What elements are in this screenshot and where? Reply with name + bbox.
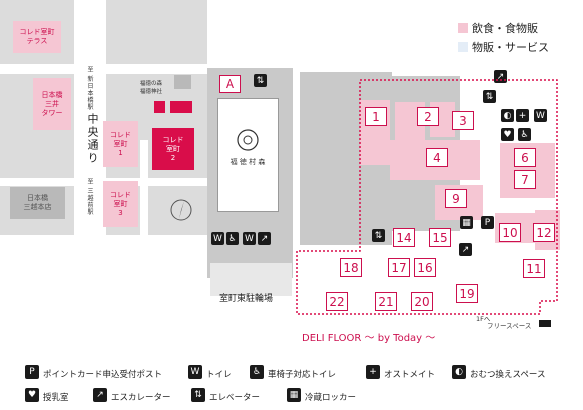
cross-road-north bbox=[0, 64, 207, 74]
escalator-icon: ↗ bbox=[459, 243, 472, 256]
bike-parking-label: 室町東駐輪場 bbox=[219, 294, 274, 304]
shop-6[interactable]: 6 bbox=[514, 148, 536, 167]
facility-legend: P ポイントカード申込受付ポスト W トイレ ♿ 車椅子対応トイレ + オストメ… bbox=[0, 358, 583, 408]
legend-service: 物販・サービス bbox=[458, 39, 549, 55]
legend-point-card-label: ポイントカード申込受付ポスト bbox=[43, 370, 163, 380]
block-coredo-1: コレド 室町 1 bbox=[103, 121, 138, 167]
point-card-post-icon: P bbox=[481, 216, 494, 229]
fukutoku-garden-label: 福徳の森 bbox=[140, 81, 163, 87]
vicinity-map: コレド室町 テラス 日本橋 三井 タワー 日本橋 三越本店 コレド 室町 1 コ… bbox=[0, 0, 207, 235]
legend-escalator-label: エスカレーター bbox=[111, 393, 171, 403]
escalator-icon: ↗ bbox=[93, 388, 107, 402]
elevator-icon: ⇅ bbox=[191, 388, 205, 402]
ostomate-icon: + bbox=[366, 365, 380, 379]
fukutoku-logo-icon bbox=[237, 129, 259, 151]
deli-floor-outline bbox=[296, 79, 558, 315]
shop-11[interactable]: 11 bbox=[523, 259, 545, 278]
shop-14[interactable]: 14 bbox=[393, 228, 415, 247]
block-nihonbashi-mitsui-tower: 日本橋 三井 タワー bbox=[33, 78, 71, 130]
deli-floor-label: DELI FLOOR 〜 by Today 〜 bbox=[302, 333, 436, 344]
nursing-room-icon: ♥ bbox=[25, 388, 39, 402]
legend-service-label: 物販・サービス bbox=[472, 41, 549, 54]
shop-9[interactable]: 9 bbox=[445, 189, 467, 208]
shop-4[interactable]: 4 bbox=[426, 148, 448, 167]
building-small bbox=[174, 75, 191, 89]
station-south-label: 至 三越前駅 bbox=[86, 178, 93, 216]
legend-food-label: 飲食・食物販 bbox=[472, 22, 538, 35]
escalator-icon: ↗ bbox=[258, 232, 271, 245]
legend-toilet-label: トイレ bbox=[206, 370, 232, 380]
free-space-label: フリースペース bbox=[487, 322, 532, 330]
shop-21[interactable]: 21 bbox=[375, 292, 397, 311]
to-1f-label: 1Fへ bbox=[476, 315, 491, 323]
category-legend: 飲食・食物販 物販・サービス bbox=[458, 20, 549, 55]
shop-15[interactable]: 15 bbox=[429, 228, 451, 247]
shop-20[interactable]: 20 bbox=[411, 292, 433, 311]
legend-food: 飲食・食物販 bbox=[458, 20, 549, 36]
nursing-room-icon: ♥ bbox=[501, 128, 514, 141]
station-north-label: 至 新日本橋駅 bbox=[86, 66, 93, 111]
block-coredo-3: コレド 室町 3 bbox=[103, 181, 138, 227]
fukutoku-logo-text: 福 徳 村 森 bbox=[230, 158, 266, 166]
coin-locker-icon: ▦ bbox=[287, 388, 301, 402]
fukutoku-block: 福 徳 村 森 bbox=[217, 98, 279, 212]
fukutoku-garden-mark bbox=[170, 101, 192, 113]
shop-16[interactable]: 16 bbox=[414, 258, 436, 277]
shop-22[interactable]: 22 bbox=[326, 292, 348, 311]
diaper-change-icon: ◐ bbox=[452, 365, 466, 379]
legend-coin-locker-label: 冷蔵ロッカー bbox=[305, 393, 357, 403]
wheelchair-toilet-icon: ♿ bbox=[518, 128, 531, 141]
fukutoku-shrine-label: 福徳神社 bbox=[140, 89, 163, 95]
ostomate-icon: + bbox=[516, 109, 529, 122]
legend-ostomate-label: オストメイト bbox=[384, 370, 436, 380]
fukutoku-labels: 福徳の森 福徳神社 bbox=[140, 80, 162, 96]
shop-10[interactable]: 10 bbox=[499, 223, 521, 242]
shop-12[interactable]: 12 bbox=[533, 223, 555, 242]
elevator-icon: ⇅ bbox=[254, 74, 267, 87]
block-coredo-2: コレド 室町 2 bbox=[152, 128, 194, 170]
wheelchair-toilet-icon: ♿ bbox=[226, 232, 239, 245]
point-card-post-icon: P bbox=[25, 365, 39, 379]
coin-locker-icon: ▦ bbox=[460, 216, 473, 229]
free-space-bench-icon bbox=[539, 320, 551, 327]
side-road bbox=[140, 140, 148, 235]
main-street-label: 中央通り bbox=[86, 113, 99, 165]
toilet-icon: W bbox=[188, 365, 202, 379]
bike-parking-area bbox=[210, 263, 292, 296]
compass-icon bbox=[170, 199, 192, 221]
legend-nursing-room-label: 授乳室 bbox=[43, 393, 69, 403]
legend-wheelchair-toilet-label: 車椅子対応トイレ bbox=[268, 370, 337, 380]
shop-17[interactable]: 17 bbox=[388, 258, 410, 277]
elevator-icon: ⇅ bbox=[372, 229, 385, 242]
diaper-change-icon: ◐ bbox=[501, 109, 514, 122]
legend-service-swatch bbox=[458, 42, 468, 52]
floor-plan: 福 徳 村 森 A ⇅ W ♿ W ↗ 室町東駐輪場 1 2 3 4 6 7 9… bbox=[205, 66, 565, 344]
fukutoku-area bbox=[140, 101, 192, 115]
shop-1[interactable]: 1 bbox=[365, 107, 387, 126]
legend-diaper-change-label: おむつ換えスペース bbox=[470, 370, 546, 380]
shop-3[interactable]: 3 bbox=[452, 111, 474, 130]
legend-elevator-label: エレベーター bbox=[209, 393, 261, 403]
shop-19[interactable]: 19 bbox=[456, 284, 478, 303]
toilet-icon: W bbox=[534, 109, 547, 122]
toilet-icon: W bbox=[243, 232, 256, 245]
shop-a[interactable]: A bbox=[219, 75, 241, 93]
legend-food-swatch bbox=[458, 23, 468, 33]
main-street-road bbox=[74, 0, 106, 235]
shop-7[interactable]: 7 bbox=[514, 170, 536, 189]
toilet-icon: W bbox=[211, 232, 224, 245]
elevator-icon: ⇅ bbox=[483, 90, 496, 103]
block-mitsukoshi: 日本橋 三越本店 bbox=[10, 187, 65, 219]
fukutoku-shrine-mark bbox=[154, 101, 165, 113]
shop-18[interactable]: 18 bbox=[340, 258, 362, 277]
block-coredo-terrace: コレド室町 テラス bbox=[13, 21, 61, 53]
wheelchair-toilet-icon: ♿ bbox=[250, 365, 264, 379]
shop-2[interactable]: 2 bbox=[417, 107, 439, 126]
